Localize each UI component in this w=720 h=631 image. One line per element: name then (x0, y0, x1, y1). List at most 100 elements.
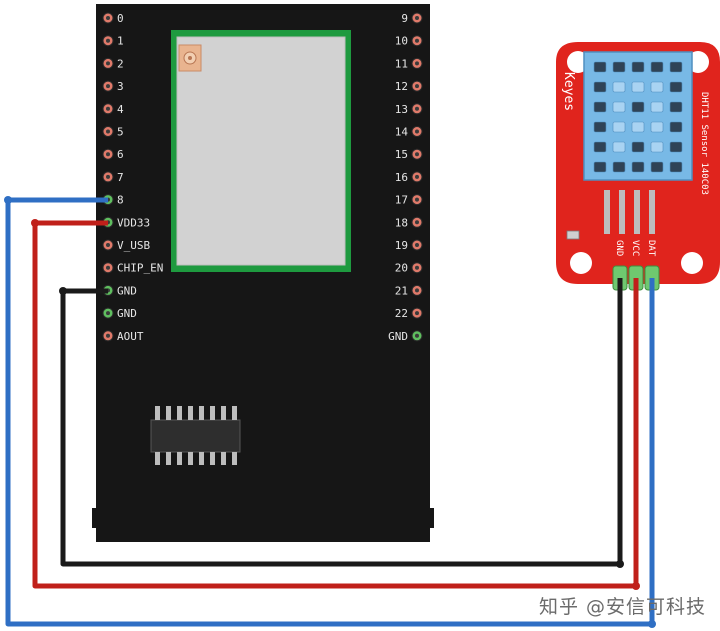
right-pin: 17 (395, 194, 423, 207)
sensor-pin-label: GND (614, 240, 624, 256)
sensor-vent (612, 61, 626, 73)
right-pin: 15 (395, 148, 423, 161)
left-pin: 5 (102, 126, 124, 139)
sensor-housing (583, 51, 693, 181)
right-pin-label: 9 (401, 12, 408, 25)
wire-end-caps (4, 196, 656, 628)
right-pin: GND (388, 330, 423, 343)
right-pin-label: 10 (395, 35, 408, 48)
sensor-vent (593, 121, 607, 133)
sensor-vent (669, 101, 683, 113)
sensor-pin-labels: GND VCC DAT (614, 240, 656, 257)
right-pin: 21 (395, 284, 423, 297)
sensor-vent (612, 121, 626, 133)
left-pin: 2 (102, 57, 124, 70)
left-pin-label: V_USB (117, 239, 150, 252)
left-pin-label: 5 (117, 126, 124, 139)
sensor-model-label: DHT11 Sensor 140C03 (699, 92, 709, 195)
left-pin-label: CHIP_EN (117, 262, 163, 275)
left-pin: GND (102, 284, 137, 297)
right-pin: 20 (395, 262, 423, 275)
pin-hole (106, 106, 110, 111)
left-pin-label: 2 (117, 57, 124, 70)
left-pin-label: 1 (117, 35, 124, 48)
sensor-vent (593, 101, 607, 113)
ic-leg (232, 406, 237, 420)
ic-leg (155, 406, 160, 420)
right-pin: 14 (395, 126, 423, 139)
right-pin-label: 13 (395, 103, 408, 116)
pin-hole (415, 265, 419, 270)
right-pin-label: 22 (395, 307, 408, 320)
ic-leg (199, 406, 204, 420)
right-pin: 19 (395, 239, 423, 252)
board-edge-notch-left (92, 508, 98, 528)
sensor-vent (669, 61, 683, 73)
right-pin-label: 17 (395, 194, 408, 207)
pin-hole (415, 84, 419, 89)
sensor-vent (669, 121, 683, 133)
pin-hole (415, 152, 419, 157)
sensor-vent (612, 161, 626, 173)
sensor-vent (631, 81, 645, 93)
pin-hole (415, 288, 419, 293)
sensor-vent (612, 81, 626, 93)
right-pin: 9 (401, 12, 423, 25)
mount-hole-bottom-left (570, 252, 592, 274)
right-pin-label: 11 (395, 57, 408, 70)
left-pin-label: GND (117, 284, 137, 297)
left-pin-label: GND (117, 307, 137, 320)
left-pin: 6 (102, 148, 124, 161)
ic-leg (210, 452, 215, 465)
right-pin: 10 (395, 35, 423, 48)
ic-leg (166, 452, 171, 465)
ic-leg (177, 406, 182, 420)
left-pin: V_USB (102, 239, 150, 252)
ic-body (150, 419, 241, 453)
left-pin: AOUT (102, 330, 144, 343)
pin-hole (106, 61, 110, 66)
pin-hole (415, 333, 419, 338)
ic-leg (221, 406, 226, 420)
sensor-vent (650, 81, 664, 93)
sensor-vent (650, 121, 664, 133)
left-pin-label: 3 (117, 80, 124, 93)
sensor-vent (612, 141, 626, 153)
right-pin-label: 16 (395, 171, 408, 184)
left-pin-label: 6 (117, 148, 124, 161)
pin-hole (415, 16, 419, 20)
pin-hole (106, 311, 110, 316)
right-pin-label: 21 (395, 284, 408, 297)
ground-wire (60, 278, 623, 567)
left-pin-label: 7 (117, 171, 124, 184)
sensor-vent (631, 121, 645, 133)
right-pin-label: 18 (395, 216, 408, 229)
right-pin-label: GND (388, 330, 408, 343)
pin-hole (415, 243, 419, 247)
power-wire (32, 220, 639, 589)
left-pin: GND (102, 307, 137, 320)
sensor-vent (650, 141, 664, 153)
right-pin: 11 (395, 57, 423, 70)
ic-leg (199, 452, 204, 465)
ic-leg (221, 452, 226, 465)
pin-hole (415, 38, 419, 43)
pin-hole (106, 174, 110, 179)
sensor-legs (604, 190, 655, 234)
pin-hole (106, 243, 110, 247)
sensor-pin-label: VCC (630, 240, 640, 256)
wifi-module-shield (176, 36, 346, 266)
left-pin: 1 (102, 35, 124, 48)
pin-hole (106, 84, 110, 89)
sensor-vent (631, 101, 645, 113)
sensor-vent (593, 61, 607, 73)
pin-hole (106, 265, 110, 270)
sensor-vent (593, 161, 607, 173)
sensor-pin-label: DAT (646, 240, 656, 257)
sensor-vent (631, 141, 645, 153)
